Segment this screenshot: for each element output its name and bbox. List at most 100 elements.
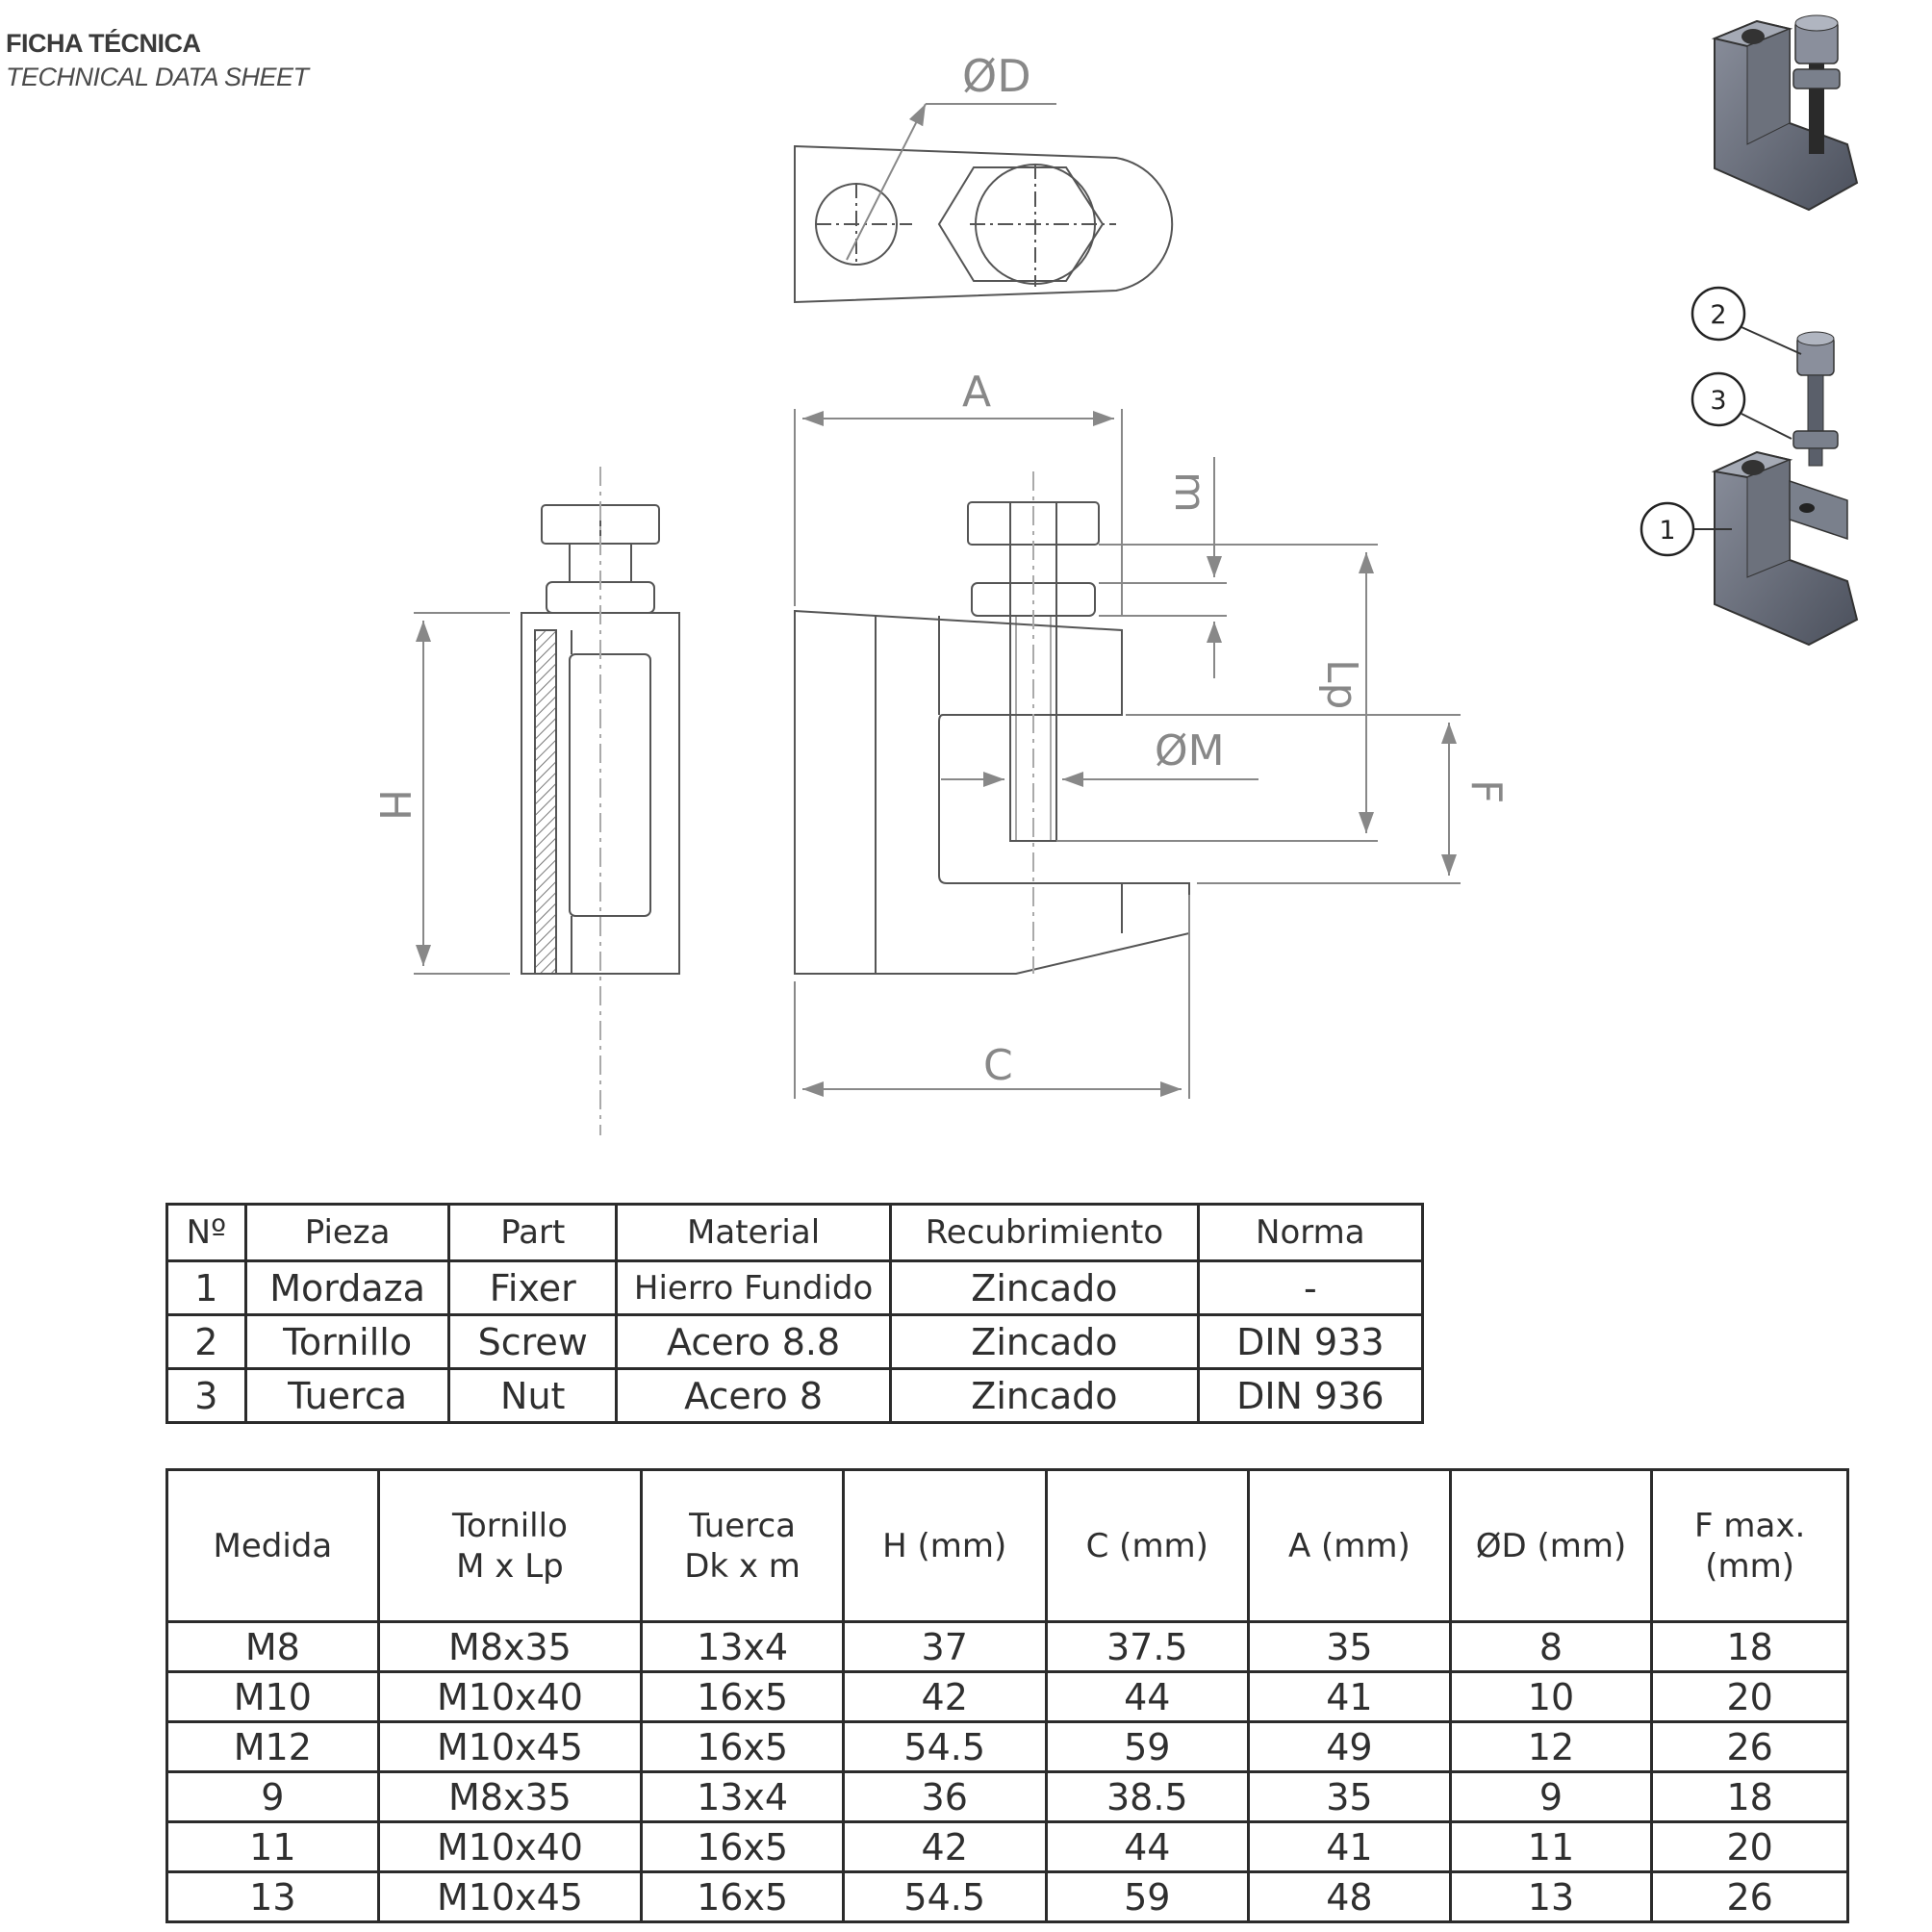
header-cell: Recubrimiento: [889, 1203, 1200, 1262]
header-cell: Norma: [1196, 1203, 1425, 1262]
table-cell: 13x4: [640, 1620, 845, 1673]
table-cell: 9: [165, 1770, 380, 1823]
table-cell: 41: [1247, 1820, 1452, 1873]
table-cell: 8: [1448, 1620, 1654, 1673]
table-cell: M8x35: [376, 1620, 644, 1673]
dim-label-c: C: [983, 1041, 1013, 1090]
header-line: C (mm): [1085, 1526, 1208, 1565]
table-cell: 3: [165, 1367, 247, 1424]
table-cell: 37.5: [1044, 1620, 1251, 1673]
table-cell: -: [1196, 1259, 1425, 1316]
callout-label-3: 3: [1710, 386, 1726, 416]
table-cell: M10: [165, 1670, 380, 1723]
table-row: M10 M10x40 16x5 42 44 41 10 20: [165, 1670, 1849, 1723]
table-cell: Zincado: [889, 1313, 1200, 1370]
table-cell: M10x40: [376, 1670, 644, 1723]
table-cell: 35: [1247, 1770, 1452, 1823]
document-title: FICHA TÉCNICA: [6, 29, 201, 58]
table-cell: 11: [165, 1820, 380, 1873]
table-row: 3 Tuerca Nut Acero 8 Zincado DIN 936: [165, 1367, 1425, 1424]
table-cell: 59: [1044, 1870, 1251, 1923]
table-cell: 35: [1247, 1620, 1452, 1673]
table-cell: 2: [165, 1313, 247, 1370]
table-cell: 42: [841, 1670, 1048, 1723]
table-cell: 37: [841, 1620, 1048, 1673]
table-cell: M8: [165, 1620, 380, 1673]
table-cell: 26: [1650, 1870, 1849, 1923]
table-cell: 38.5: [1044, 1770, 1251, 1823]
document-header: FICHA TÉCNICA TECHNICAL DATA SHEET: [6, 29, 309, 92]
table-cell: Tornillo: [243, 1313, 451, 1370]
parts-table-header: Nº Pieza Part Material Recubrimiento Nor…: [165, 1203, 1425, 1262]
table-cell: 1: [165, 1259, 247, 1316]
table-row: 11 M10x40 16x5 42 44 41 11 20: [165, 1820, 1849, 1873]
technical-drawing: ØD H: [369, 14, 1859, 1135]
header-cell: C (mm): [1044, 1468, 1251, 1623]
table-cell: 16x5: [640, 1720, 845, 1773]
table-row: M8 M8x35 13x4 37 37.5 35 8 18: [165, 1620, 1849, 1673]
table-cell: Fixer: [447, 1259, 619, 1316]
table-cell: 18: [1650, 1770, 1849, 1823]
table-cell: 54.5: [841, 1720, 1048, 1773]
isometric-assembled-image: [1711, 14, 1859, 212]
callout-circle-3: [1690, 371, 1746, 427]
table-cell: 13: [1448, 1870, 1654, 1923]
dim-label-lp: Lp: [1317, 659, 1366, 709]
side-view: [414, 467, 680, 1135]
header-cell: Part: [447, 1203, 619, 1262]
header-cell: Pieza: [243, 1203, 451, 1262]
table-cell: 12: [1448, 1720, 1654, 1773]
table-cell: Screw: [447, 1313, 619, 1370]
header-line: ØD (mm): [1475, 1526, 1627, 1565]
table-cell: DIN 936: [1196, 1367, 1425, 1424]
header-cell: ØD (mm): [1448, 1468, 1654, 1623]
table-cell: 11: [1448, 1820, 1654, 1873]
table-cell: 41: [1247, 1670, 1452, 1723]
callout-label-2: 2: [1710, 300, 1726, 330]
table-cell: 18: [1650, 1620, 1849, 1673]
table-cell: 54.5: [841, 1870, 1048, 1923]
document-subtitle: TECHNICAL DATA SHEET: [6, 63, 309, 91]
callout-circle-2: [1690, 286, 1746, 342]
table-cell: Zincado: [889, 1367, 1200, 1424]
callout-circle-1: [1640, 501, 1695, 557]
table-cell: 59: [1044, 1720, 1251, 1773]
table-cell: Tuerca: [243, 1367, 451, 1424]
table-cell: 20: [1650, 1820, 1849, 1873]
table-cell: Hierro Fundido: [615, 1259, 893, 1316]
table-row: 2 Tornillo Screw Acero 8.8 Zincado DIN 9…: [165, 1313, 1425, 1370]
header-line: F max.: [1694, 1506, 1806, 1545]
table-row: 1 Mordaza Fixer Hierro Fundido Zincado -: [165, 1259, 1425, 1316]
header-line: Tornillo: [452, 1506, 568, 1545]
header-cell: F max.(mm): [1650, 1468, 1849, 1623]
table-cell: M10x45: [376, 1870, 644, 1923]
table-cell: M12: [165, 1720, 380, 1773]
dim-label-h: H: [369, 789, 419, 821]
table-cell: 36: [841, 1770, 1048, 1823]
table-cell: 9: [1448, 1770, 1654, 1823]
table-cell: M10x40: [376, 1820, 644, 1873]
header-cell: Nº: [165, 1203, 247, 1262]
table-cell: 13: [165, 1870, 380, 1923]
table-row: 9 M8x35 13x4 36 38.5 35 9 18: [165, 1770, 1849, 1823]
table-cell: M10x45: [376, 1720, 644, 1773]
table-row: 13 M10x45 16x5 54.5 59 48 13 26: [165, 1870, 1849, 1923]
header-line: Dk x m: [684, 1546, 801, 1586]
table-cell: Nut: [447, 1367, 619, 1424]
header-cell: Material: [615, 1203, 893, 1262]
table-cell: 48: [1247, 1870, 1452, 1923]
header-cell: A (mm): [1247, 1468, 1452, 1623]
table-cell: 10: [1448, 1670, 1654, 1723]
table-cell: 13x4: [640, 1770, 845, 1823]
parts-table: Nº Pieza Part Material Recubrimiento Nor…: [165, 1203, 1425, 1424]
header-line: Medida: [213, 1526, 333, 1565]
isometric-exploded-image: [1691, 326, 1859, 647]
table-cell: 16x5: [640, 1820, 845, 1873]
dim-label-a: A: [962, 368, 991, 417]
table-cell: 16x5: [640, 1670, 845, 1723]
table-cell: 44: [1044, 1820, 1251, 1873]
